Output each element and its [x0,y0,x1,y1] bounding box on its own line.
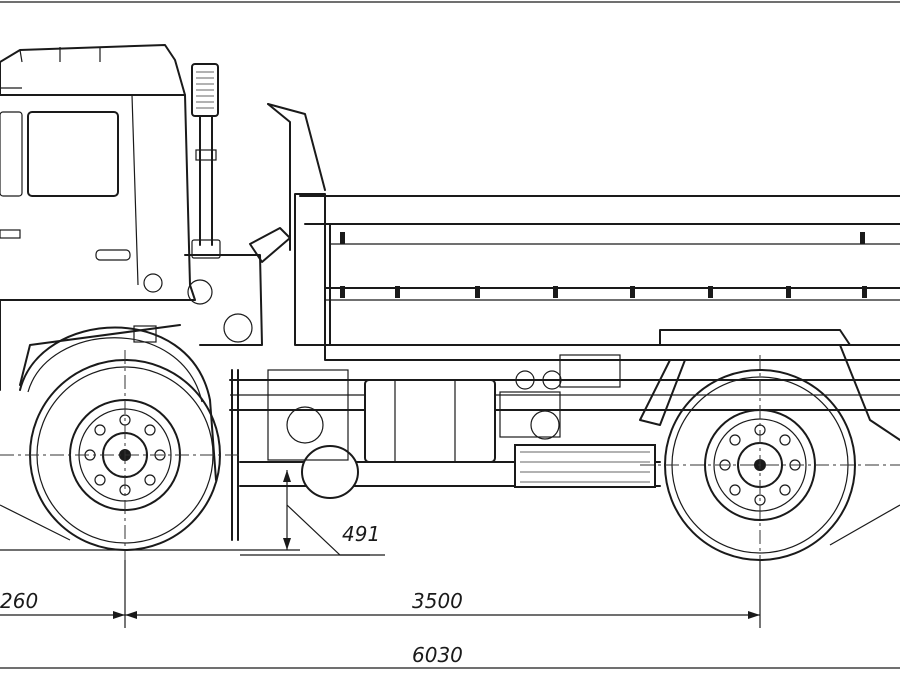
air-intake [191,63,221,259]
cab [0,44,196,391]
chassis [184,254,900,541]
dimension-lines [0,1,900,669]
front-wheel [19,326,221,551]
overall-length-label: 6030 [412,643,463,667]
ground-clearance-label: 491 [342,522,380,546]
dump-body [249,103,900,441]
body-latches [340,232,867,298]
front-overhang-label: 260 [0,589,38,613]
wheelbase-label: 3500 [412,589,463,613]
